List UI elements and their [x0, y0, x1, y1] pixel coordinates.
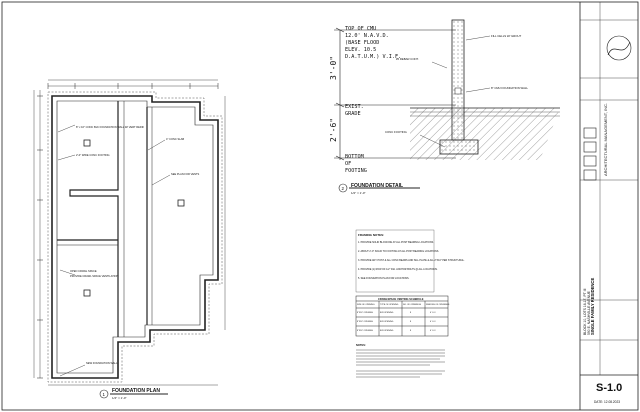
- vent-opening: [454, 87, 462, 95]
- svg-text:8" x 16" CONC BLK FOUNDATION W: 8" x 16" CONC BLK FOUNDATION WALL W/ VER…: [76, 125, 145, 129]
- project-address: 590 E. NASHVILLE AVENUE: [587, 290, 591, 335]
- schedule-cell: 8X8 OPENING: [380, 321, 394, 323]
- datum-label: D.A.T.U.M.) V.I.F.: [345, 54, 401, 60]
- schedule-header: SIZE OF OPENING: [357, 304, 375, 306]
- framing-note: 2. ABOUT 2'-0" SOLID TO FOOTING AT ALL P…: [358, 250, 439, 253]
- schedule-cell: 8: [410, 312, 412, 314]
- sheet-number: S-1.0: [596, 382, 622, 394]
- schedule-notes: [356, 349, 445, 378]
- framing-notes-title: FRAMING NOTES:: [358, 233, 384, 237]
- schedule-cell: 8X8 OPENING: [380, 330, 394, 332]
- bottom-label-3: FOOTING: [345, 168, 367, 174]
- foundation-plan-scale: 1/4" = 1'-0": [112, 396, 127, 400]
- framing-note: 1. PROVIDE SOLID BLOCKING AT ALL POST BE…: [358, 241, 434, 244]
- schedule-cell: 8X8 OPENING: [380, 312, 394, 314]
- base-flood-label: (BASE FLOOD: [345, 40, 379, 46]
- framing-note: 4. PROVIDE (1) ROW OF 1/2" DIA. ANCHOR B…: [358, 268, 438, 271]
- svg-text:OPEN CRAWL SPACE: OPEN CRAWL SPACE: [70, 269, 97, 273]
- foundation-plan-title: FOUNDATION PLAN: [112, 388, 160, 394]
- note-rebar: #5 REBAR CONT.: [396, 57, 419, 61]
- schedule-cell: 8"X16" OPENING: [357, 330, 373, 332]
- architect-seal: [606, 35, 632, 61]
- foundation-plan: [33, 79, 226, 399]
- svg-text:4" CONC SLAB: 4" CONC SLAB: [166, 137, 184, 141]
- schedule-cell: 6' O.C.: [430, 330, 437, 332]
- top-of-cmu-label: TOP OF CMU: [345, 26, 376, 32]
- bottom-label-1: BOTTOM: [345, 154, 364, 160]
- company-name: ARCHITECTURAL MANAGEMENT, INC.: [603, 103, 608, 176]
- schedule-header: NO. OF OPENINGS: [403, 304, 422, 306]
- svg-text:SEE PLAN FOR VENTS: SEE PLAN FOR VENTS: [171, 172, 200, 176]
- foundation-plan-notes: 8" x 16" CONC BLK FOUNDATION WALL W/ VER…: [70, 125, 200, 365]
- foundation-detail-scale: 1/2" = 1'-0": [351, 191, 366, 195]
- footing: [439, 139, 479, 155]
- exist-grade-1: EXIST.: [345, 104, 364, 110]
- schedule-header: TYPE OF OPENING: [380, 304, 399, 306]
- schedule-cell: 8: [410, 321, 412, 323]
- note-footing: CONC FOOTING: [385, 130, 407, 134]
- framing-note: 5. SEE FOUNDATION PLAN FOR LOCATIONS.: [358, 277, 410, 280]
- bottom-label-2: OF: [345, 161, 351, 167]
- dim-upper: 3'-0": [329, 56, 338, 80]
- vent-schedule-table: [355, 295, 449, 337]
- dim-lower: 2'-6": [329, 118, 338, 142]
- schedule-notes-title: NOTES:: [356, 343, 366, 347]
- foundation-detail-title: FOUNDATION DETAIL: [351, 183, 403, 189]
- framing-notes-box: [355, 229, 435, 293]
- foundation-plan-number: 1: [103, 392, 106, 397]
- project-lot: BLOCK 10, LOTS 16-17, PT III: [583, 288, 587, 335]
- title-block: [579, 2, 638, 410]
- schedule-cell: 6' O.C.: [430, 321, 437, 323]
- schedule-title: CRAWLSPACE VENTING SCHEDULE: [378, 297, 424, 301]
- schedule-cell: 8"X16" OPENING: [357, 321, 373, 323]
- schedule-cell: 8: [410, 330, 412, 332]
- schedule-cell: 6' O.C.: [430, 312, 437, 314]
- project-name: SINGLE FAMILY RESIDENCE: [590, 278, 595, 335]
- schedule-cell: 8"X16" OPENING: [357, 312, 373, 314]
- note-wall: 8" CMU FOUNDATION WALL: [491, 86, 528, 90]
- detail-leaders: [419, 35, 491, 148]
- foundation-detail-number: 2: [342, 186, 345, 191]
- navd-label: 12.0' N.A.V.D.: [345, 33, 389, 39]
- exist-grade-2: GRADE: [345, 111, 361, 117]
- elev-label: ELEV. 10.5: [345, 47, 376, 53]
- framing-note: 3. PROVIDE ANY POST & ALL CONC BEAMS AND…: [358, 259, 465, 262]
- schedule-header: SPACING OF OPENINGS: [426, 303, 450, 306]
- signature: [607, 41, 631, 56]
- svg-text:2'-0" WIDE CONC FOOTING: 2'-0" WIDE CONC FOOTING: [76, 153, 110, 157]
- svg-text:PROVIDE CRAWL SPACE VENTILATIO: PROVIDE CRAWL SPACE VENTILATION: [70, 274, 119, 278]
- note-cell-fill: FILL CELLS W/ GROUT: [491, 34, 521, 38]
- sheet-date: DATE: 12.08.2023: [594, 400, 620, 404]
- svg-text:NEW FOUNDATION WALL: NEW FOUNDATION WALL: [86, 361, 118, 365]
